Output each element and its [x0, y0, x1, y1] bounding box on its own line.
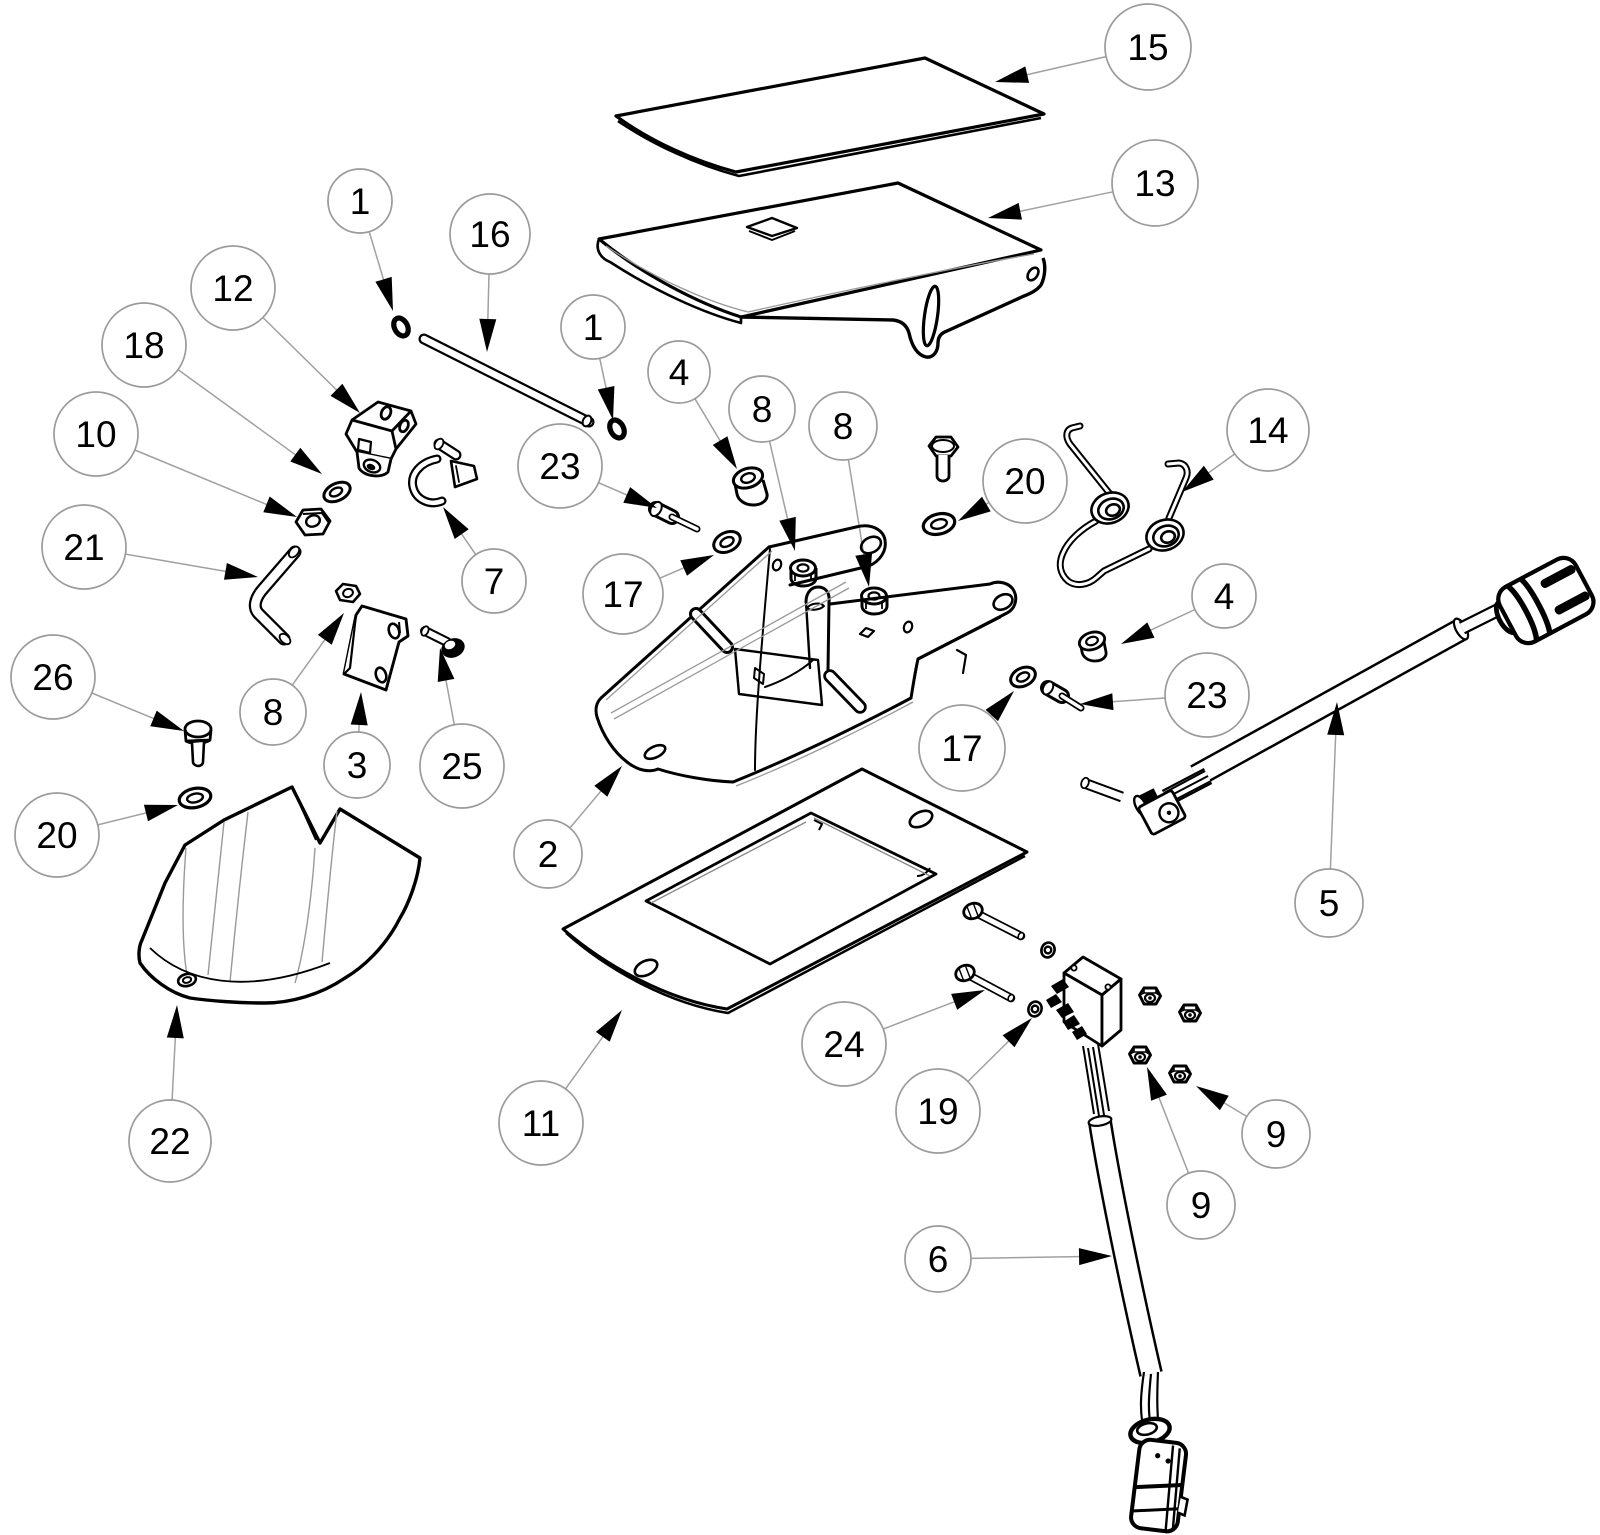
svg-text:19: 19	[917, 1091, 958, 1132]
svg-text:2: 2	[538, 834, 559, 875]
svg-text:9: 9	[1266, 1114, 1287, 1155]
svg-text:8: 8	[752, 389, 773, 430]
svg-text:4: 4	[1214, 576, 1235, 617]
svg-text:11: 11	[522, 1103, 560, 1144]
svg-text:10: 10	[75, 414, 116, 455]
svg-text:17: 17	[602, 574, 643, 615]
svg-text:7: 7	[484, 561, 505, 602]
svg-text:17: 17	[941, 728, 982, 769]
svg-text:18: 18	[123, 325, 164, 366]
svg-text:16: 16	[469, 214, 510, 255]
svg-text:20: 20	[1004, 461, 1045, 502]
svg-text:23: 23	[539, 446, 580, 487]
svg-text:24: 24	[823, 1024, 864, 1065]
svg-text:9: 9	[1191, 1185, 1212, 1226]
svg-text:13: 13	[1134, 163, 1175, 204]
svg-text:3: 3	[347, 745, 368, 786]
svg-text:8: 8	[833, 406, 854, 447]
svg-text:12: 12	[212, 268, 253, 309]
svg-text:5: 5	[1319, 883, 1340, 924]
svg-text:20: 20	[36, 815, 77, 856]
svg-text:1: 1	[350, 181, 371, 222]
svg-text:26: 26	[32, 657, 73, 698]
svg-text:23: 23	[1186, 675, 1227, 716]
svg-text:25: 25	[441, 746, 482, 787]
svg-text:22: 22	[149, 1121, 190, 1162]
svg-text:21: 21	[63, 527, 104, 568]
svg-text:14: 14	[1247, 410, 1288, 451]
svg-text:8: 8	[263, 692, 284, 733]
svg-text:1: 1	[583, 307, 604, 348]
svg-text:15: 15	[1127, 27, 1168, 68]
svg-text:6: 6	[928, 1239, 949, 1280]
svg-text:4: 4	[669, 352, 690, 393]
